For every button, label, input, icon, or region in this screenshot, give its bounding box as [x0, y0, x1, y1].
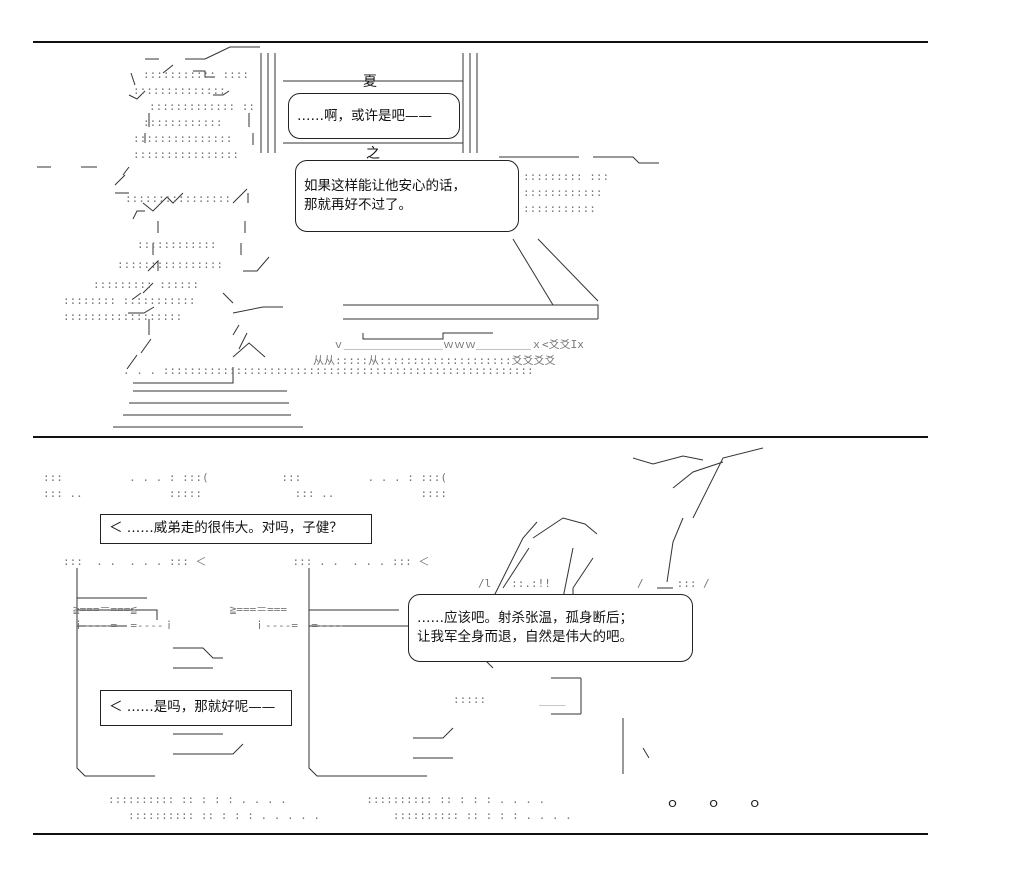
- texture-dots: ::::::::::::::::::: [63, 310, 183, 323]
- speech-bubble-e: ＜ ……是吗，那就好呢——: [100, 690, 292, 726]
- texture-dots: ｖ＿＿＿＿＿＿＿＿＿ｗｗｗ＿＿＿＿＿ｘ<爻爻Ix: [333, 338, 584, 351]
- trailing-ellipsis: ｏ ｏ ｏ: [666, 796, 774, 811]
- sign-top: 夏: [363, 74, 377, 90]
- speech-bubble-c: ＜ ……威弟走的很伟大。对吗，子健？: [100, 514, 372, 544]
- texture-dots: ::::::::: :::: [523, 170, 610, 183]
- panel-1-line-art: [37, 46, 659, 428]
- speech-bubble-d: ……应该吧。射杀张温，孤身断后； 让我军全身而退，自然是伟大的吧。: [408, 594, 693, 662]
- texture-dots: ::::::::: ::::::: [93, 278, 199, 291]
- speech-bubble-b-line-1: 如果这样能让他安心的话，: [304, 178, 466, 194]
- texture-dots: :::::::::: :: : : : . . . . :::::::::: :…: [108, 793, 546, 806]
- middle-panel-border: [33, 436, 928, 438]
- texture-dots: 从从:::::从::::::::::::::::::::爻爻爻爻: [313, 354, 556, 367]
- texture-dots: ::::::::::::: [523, 186, 603, 199]
- texture-dots: ::::::::::::::::: [117, 258, 223, 271]
- speech-bubble-d-line-1: ……应该吧。射杀张温，孤身断后；: [417, 610, 633, 626]
- texture-dots: ::::::::::::: [143, 116, 223, 129]
- texture-dots: ::: . . . : :::( ::: . . . : :::(: [43, 471, 447, 484]
- sign-bottom: 之: [366, 146, 380, 162]
- top-panel-border: [33, 41, 928, 43]
- texture-dots: ::: .. ::::: ::: .. ::::: [43, 487, 447, 500]
- texture-dots: . . . ::::::::::::::::::::::::::::::::::…: [123, 364, 534, 377]
- texture-dots: ::::::::::::: [137, 238, 217, 251]
- texture-dots: :::::::: :::::::::::: [63, 294, 196, 307]
- panel-2: ::: . . . : :::( ::: . . . : :::( ::: ..…: [33, 438, 928, 832]
- texture-dots: :::::::::::: [523, 202, 596, 215]
- texture-dots: ｉ----= =----ｉ ｉ----= =----: [73, 619, 345, 632]
- texture-dots: ≧===＝===≦ ≧===＝===: [73, 603, 288, 616]
- speech-bubble-d-line-2: 让我军全身而退，自然是伟大的吧。: [417, 629, 633, 645]
- texture-dots: ::::: ____: [453, 693, 566, 706]
- panel-1: ::::::::::: :::: :::::::::::::: ::::::::…: [33, 43, 928, 435]
- speech-bubble-b: 如果这样能让他安心的话， 那就再好不过了。: [295, 160, 519, 232]
- speech-bubble-e-text: ＜ ……是吗，那就好呢——: [109, 699, 276, 715]
- texture-dots: /l ::.:!! / ::: /: [478, 577, 710, 590]
- texture-dots: ::::::::::: ::::: [143, 68, 249, 81]
- texture-dots: ::::::::::::::::: [125, 192, 231, 205]
- texture-dots: ::::::::::::::::: [133, 148, 239, 161]
- texture-dots: ::::::::::::: ::: [149, 100, 255, 113]
- speech-bubble-c-text: ＜ ……威弟走的很伟大。对吗，子健？: [109, 520, 343, 536]
- speech-bubble-a-text: ……啊，或许是吧——: [297, 108, 432, 124]
- texture-dots: ::::::::::::::: [133, 84, 226, 97]
- speech-bubble-b-line-2: 那就再好不过了。: [304, 197, 412, 213]
- bottom-panel-border: [33, 833, 928, 835]
- speech-bubble-a: ……啊，或许是吧——: [288, 93, 460, 139]
- texture-dots: ::: . . . . . ::: ＜ ::: . . . . . ::: ＜: [63, 555, 430, 568]
- texture-dots: :::::::::::::::: [133, 132, 233, 145]
- texture-dots: :::::::::: :: : : : . . . . . ::::::::::…: [128, 809, 572, 822]
